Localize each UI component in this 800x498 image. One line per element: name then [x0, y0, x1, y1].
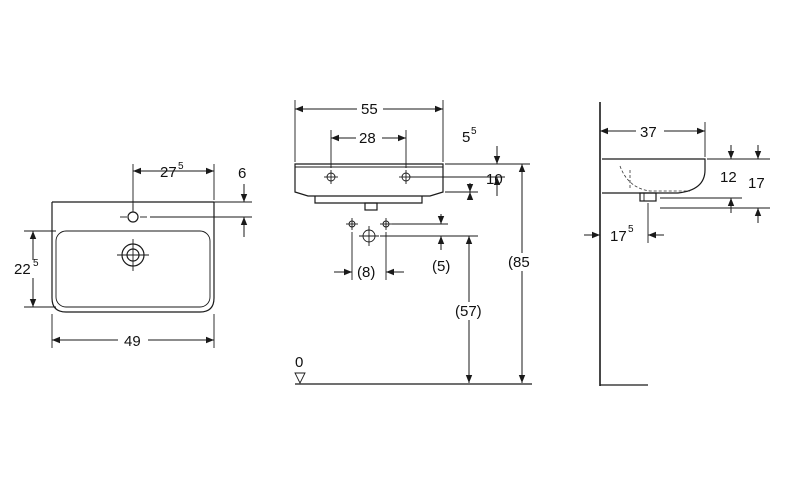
top-view-basin-outline [51, 202, 215, 313]
front-view-basin [294, 163, 444, 197]
label-rim-thickness: 10 [486, 171, 503, 188]
tap-hole [127, 211, 139, 223]
label-width-top: 49 [124, 333, 141, 350]
floor-level-marker [294, 372, 306, 385]
label-tap-offset: 27 [160, 164, 177, 181]
label-waste-height: (57) [455, 303, 482, 320]
label-waste-offset: 17 [610, 228, 627, 245]
label-rim-top: 5 [462, 129, 470, 146]
front-view-waste-outlet [364, 202, 378, 211]
label-front-height: 12 [720, 169, 737, 186]
label-waste-drop: (5) [432, 258, 450, 275]
label-tap-offset-sup: 5 [178, 161, 184, 172]
side-view-waste-outlet [639, 192, 657, 202]
label-depth: 37 [640, 124, 657, 141]
label-floor-level: 0 [295, 354, 303, 371]
label-width-front: 55 [361, 101, 378, 118]
label-deck-depth: 6 [238, 165, 246, 182]
label-waste-spacing: (8) [357, 264, 375, 281]
front-view-trough [314, 196, 423, 204]
waste-symbols [346, 218, 392, 246]
tap-symbol-left [324, 170, 338, 184]
label-rim-height: (85 [508, 254, 530, 271]
side-view: 37 12 17 17 5 [584, 102, 770, 386]
label-rim-top-sup: 5 [471, 126, 477, 137]
label-drain-offset-sup: 5 [33, 258, 39, 269]
top-view-bowl [55, 230, 211, 308]
label-tap-spacing: 28 [359, 130, 376, 147]
label-drain-offset: 22 [14, 261, 31, 278]
top-view: 27 5 6 22 5 49 [12, 161, 252, 350]
side-view-basin [602, 158, 706, 194]
label-overall-height: 17 [748, 175, 765, 192]
front-view: 55 28 5 5 10 (8) (5) (57) [294, 100, 538, 385]
label-waste-offset-sup: 5 [628, 224, 634, 235]
